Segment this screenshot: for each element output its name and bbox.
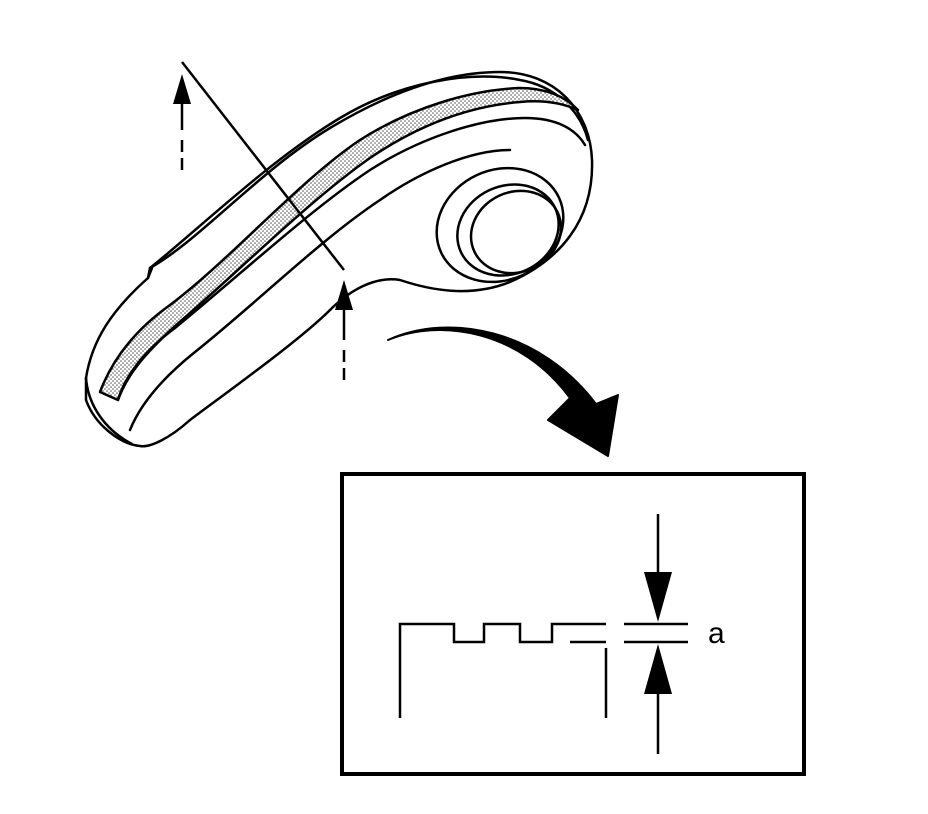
up-arrow-icon xyxy=(335,280,353,380)
tooth-profile xyxy=(398,622,606,718)
rocker-arm-tip xyxy=(84,376,134,446)
section-cut-line xyxy=(181,61,345,271)
pivot-boss-bore xyxy=(469,189,563,275)
up-arrow-icon xyxy=(173,74,191,170)
down-arrow-icon xyxy=(644,514,672,622)
rocker-arm-shaded-band xyxy=(98,86,580,402)
detail-view: a xyxy=(340,472,806,776)
up-arrow-icon xyxy=(644,644,672,754)
section-line xyxy=(173,61,353,380)
rocker-arm-outline xyxy=(84,70,594,448)
rocker-arm-lower-band-line xyxy=(116,116,587,402)
rocker-arm-step xyxy=(146,266,154,280)
curved-arrow-icon xyxy=(387,326,619,457)
rocker-arm xyxy=(84,70,594,448)
pivot-boss-outer xyxy=(435,166,565,284)
dimension-label: a xyxy=(708,617,725,650)
rocker-arm-bottom-edge xyxy=(128,148,512,432)
